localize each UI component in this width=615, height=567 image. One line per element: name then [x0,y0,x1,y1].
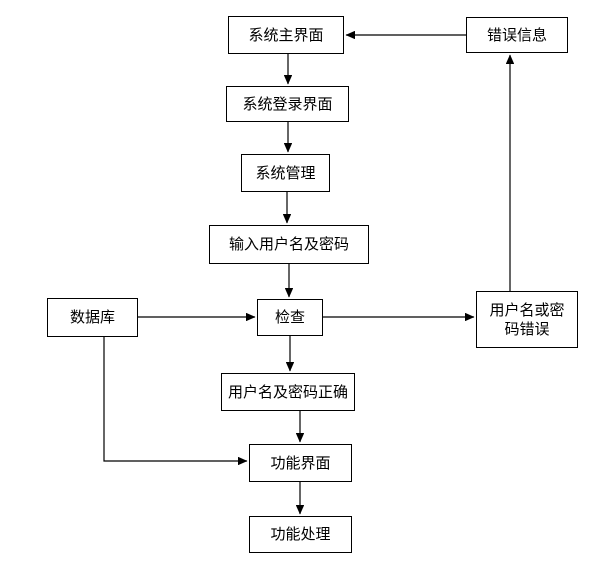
node-credentials-error: 用户名或密码错误 [476,291,578,348]
node-login-interface-label: 系统登录界面 [242,94,333,113]
node-credentials-correct-label: 用户名及密码正确 [227,382,348,401]
node-function-interface: 功能界面 [249,444,352,482]
node-check-label: 检查 [274,308,305,327]
edge-database-to-funcui [103,337,248,466]
node-credentials-error-label: 用户名或密码错误 [489,300,565,338]
node-function-processing: 功能处理 [249,516,352,553]
node-database: 数据库 [47,298,138,337]
node-function-interface-label: 功能界面 [270,453,331,472]
node-main-interface-label: 系统主界面 [248,25,324,44]
node-system-management: 系统管理 [241,154,330,192]
node-error-info-label: 错误信息 [486,25,547,44]
node-error-info: 错误信息 [466,17,568,53]
node-credentials-correct: 用户名及密码正确 [221,373,355,411]
node-main-interface: 系统主界面 [228,16,344,54]
node-input-credentials: 输入用户名及密码 [209,225,369,264]
node-input-credentials-label: 输入用户名及密码 [228,235,349,254]
node-database-label: 数据库 [69,308,115,327]
node-function-processing-label: 功能处理 [270,525,331,544]
node-login-interface: 系统登录界面 [226,86,349,122]
node-system-management-label: 系统管理 [255,163,316,182]
node-check: 检查 [257,299,323,336]
